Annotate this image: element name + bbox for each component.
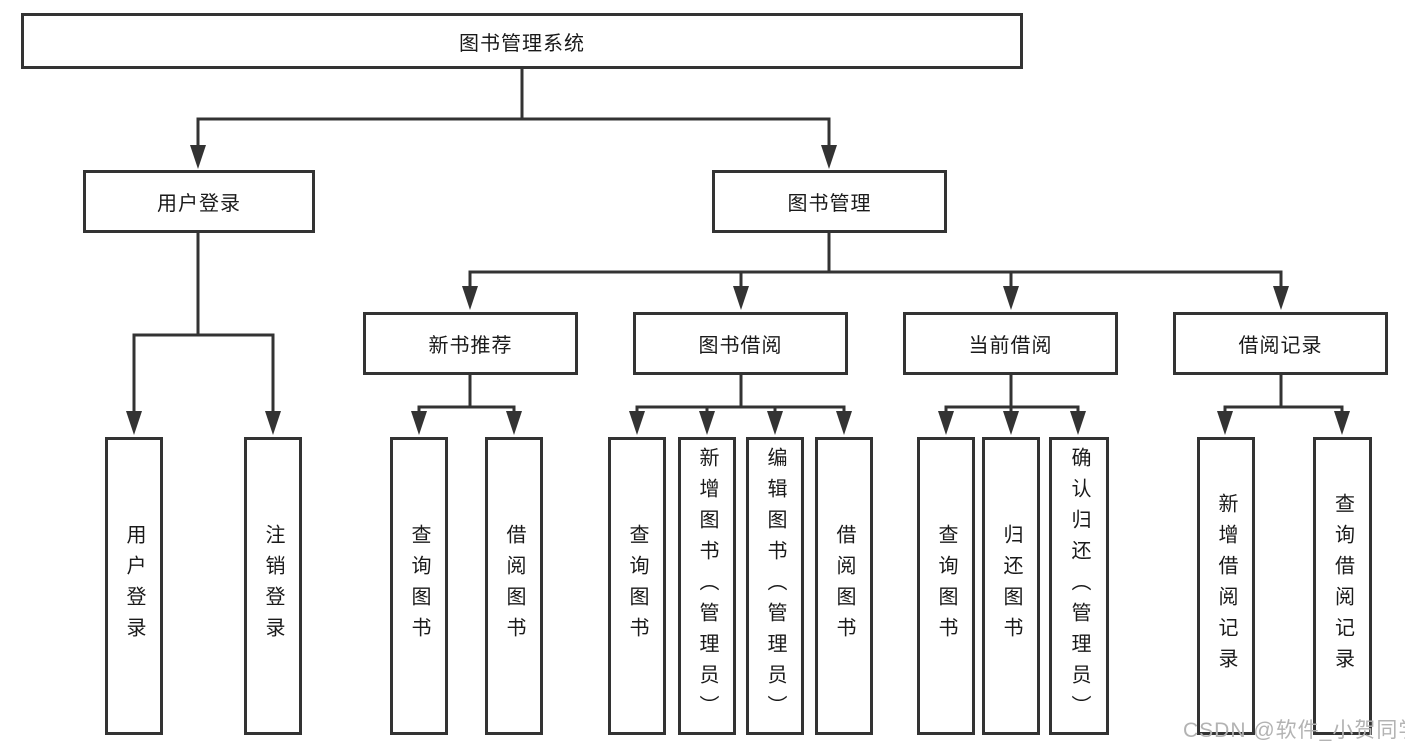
leaf-add-borrow-record: 新增借阅记录 — [1197, 437, 1255, 735]
node-new-book-recommendation: 新书推荐 — [363, 312, 578, 375]
leaf-user-login: 用户登录 — [105, 437, 163, 735]
leaf-query-books-borrow: 查询图书 — [608, 437, 666, 735]
node-book-management: 图书管理 — [712, 170, 947, 233]
leaf-confirm-return-admin: 确认归还（管理员） — [1049, 437, 1109, 735]
node-label: 新增借阅记录 — [1215, 493, 1237, 679]
leaf-query-borrow-record: 查询借阅记录 — [1313, 437, 1372, 735]
node-label: 图书管理系统 — [459, 32, 585, 55]
node-label: 新书推荐 — [428, 335, 513, 357]
node-label: 归还图书 — [1000, 524, 1022, 648]
node-book-borrowing: 图书借阅 — [633, 312, 848, 375]
node-label: 图书借阅 — [698, 335, 783, 357]
node-user-login: 用户登录 — [83, 170, 315, 233]
node-label: 查询借阅记录 — [1331, 493, 1354, 679]
node-label: 确认归还（管理员） — [1068, 446, 1090, 726]
node-label: 查询图书 — [935, 524, 957, 648]
node-label: 借阅图书 — [503, 524, 525, 648]
node-label: 当前借阅 — [968, 335, 1053, 357]
node-label: 新增图书（管理员） — [696, 446, 718, 726]
leaf-edit-book-admin: 编辑图书（管理员） — [746, 437, 804, 735]
node-library-management-system: 图书管理系统 — [21, 13, 1023, 69]
node-current-borrowing: 当前借阅 — [903, 312, 1118, 375]
leaf-borrow-books: 借阅图书 — [815, 437, 873, 735]
node-label: 编辑图书（管理员） — [764, 446, 786, 726]
node-label: 注销登录 — [262, 524, 284, 648]
leaf-query-books-current: 查询图书 — [917, 437, 975, 735]
leaf-logout: 注销登录 — [244, 437, 302, 735]
node-label: 查询图书 — [408, 524, 430, 648]
node-label: 查询图书 — [626, 524, 648, 648]
node-label: 借阅图书 — [833, 524, 855, 648]
leaf-query-books-recommend: 查询图书 — [390, 437, 448, 735]
csdn-watermark: CSDN @软件_小贺同学 — [1183, 719, 1405, 742]
node-label: 用户登录 — [157, 193, 241, 215]
leaf-add-book-admin: 新增图书（管理员） — [678, 437, 736, 735]
node-label: 借阅记录 — [1238, 335, 1323, 357]
leaf-borrow-books-recommend: 借阅图书 — [485, 437, 543, 735]
node-label: 用户登录 — [123, 524, 145, 648]
node-borrowing-records: 借阅记录 — [1173, 312, 1388, 375]
node-label: 图书管理 — [787, 193, 872, 215]
leaf-return-books: 归还图书 — [982, 437, 1040, 735]
